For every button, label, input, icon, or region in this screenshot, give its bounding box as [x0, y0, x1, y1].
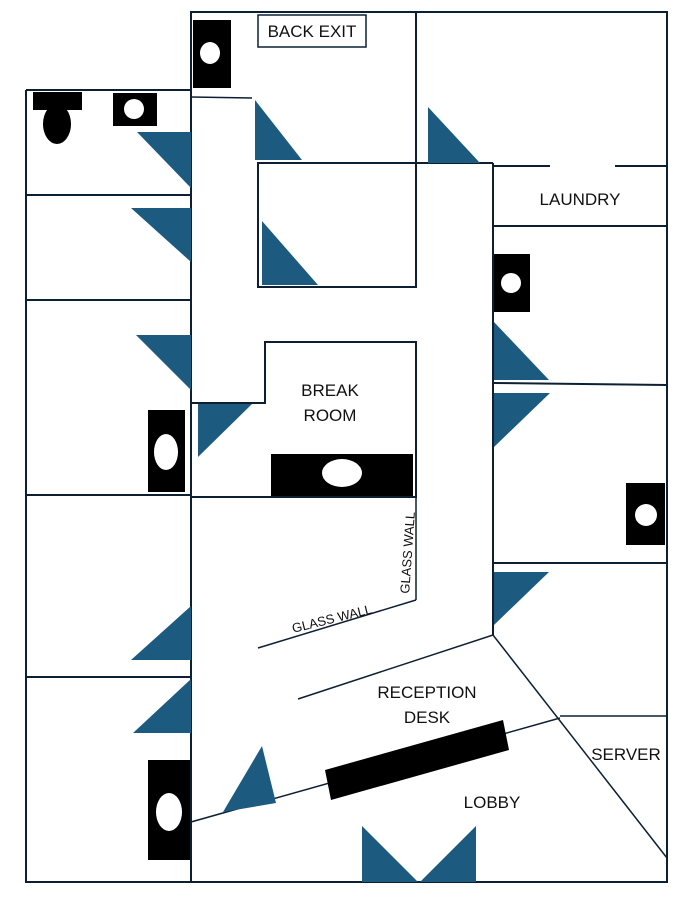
back-exit-box: [257, 14, 367, 48]
toilet-tank-icon: [33, 92, 82, 110]
door-icon: [255, 100, 302, 160]
door-icon: [198, 404, 252, 457]
door-icon: [223, 746, 276, 812]
door-icon: [136, 335, 191, 390]
door-icon: [137, 132, 191, 188]
door-icon: [494, 393, 550, 447]
fixtures: [33, 20, 665, 860]
reception-desk-icon: [325, 720, 509, 800]
door-icon: [420, 826, 476, 882]
laundry-label: LAUNDRY: [540, 190, 621, 209]
doors: [131, 100, 550, 882]
glass-wall-vertical-label: GLASS WALL: [397, 511, 418, 594]
right-rooms: [492, 165, 668, 564]
break-room-label-line1: BREAK: [301, 381, 359, 400]
break-room-label-line2: ROOM: [304, 406, 357, 425]
door-icon: [131, 606, 191, 660]
glass-wall-horizontal-label: GLASS WALL: [290, 601, 373, 635]
back-exit-label: BACK EXIT: [268, 22, 357, 41]
reception-desk-label-line2: DESK: [404, 708, 451, 727]
door-icon: [494, 322, 549, 380]
lobby-label: LOBBY: [464, 793, 521, 812]
inner-walls: [190, 12, 668, 859]
reception-desk-label-line1: RECEPTION: [377, 683, 476, 702]
outer-walls: [25, 11, 668, 883]
toilet-icon: [43, 104, 71, 144]
door-icon: [133, 679, 191, 733]
door-icon: [428, 107, 480, 163]
door-icon: [131, 208, 191, 262]
door-icon: [362, 826, 418, 882]
server-label: SERVER: [591, 745, 661, 764]
door-icon: [494, 572, 549, 625]
door-icon: [262, 221, 318, 285]
